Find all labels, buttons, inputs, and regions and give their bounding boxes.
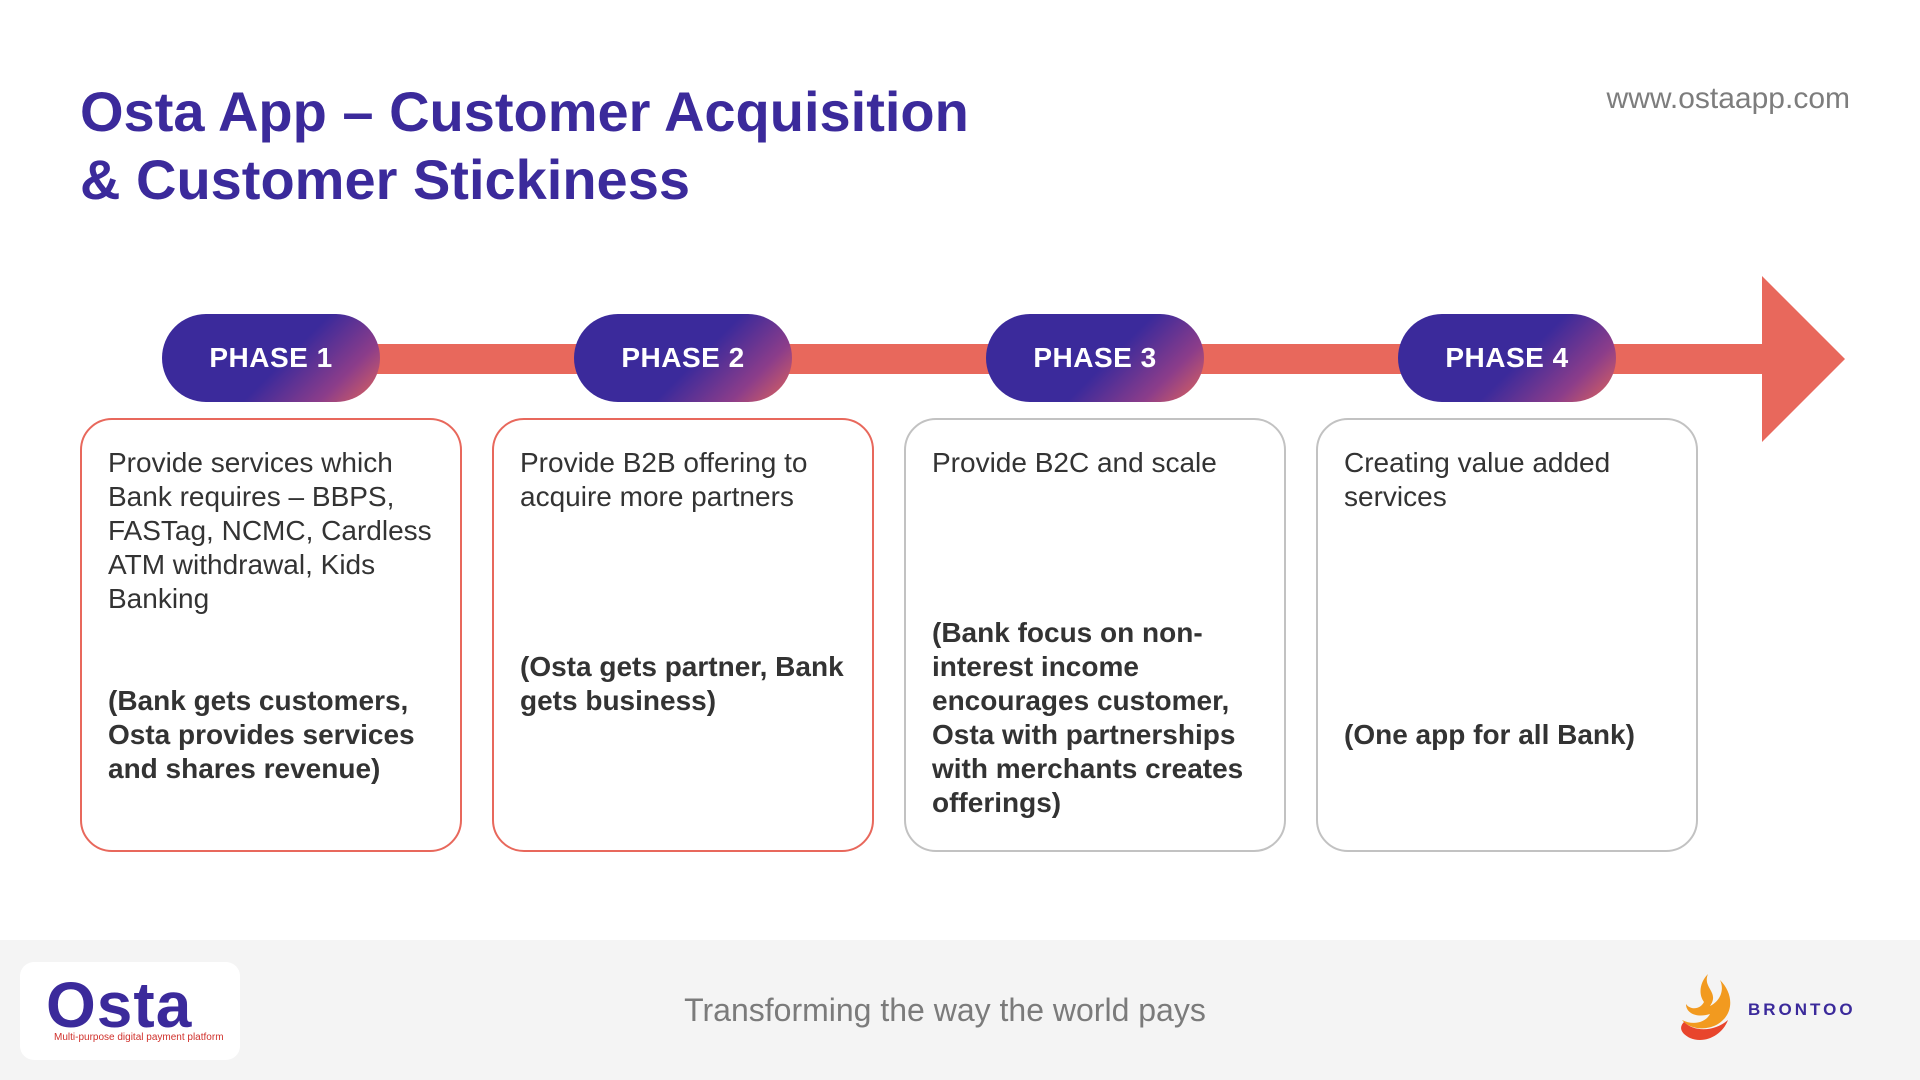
phase-4-pill: PHASE 4 [1398, 314, 1616, 402]
phase-2-description: Provide B2B offering to acquire more par… [520, 447, 808, 512]
brontoo-logo: BRONTOO [1664, 970, 1904, 1050]
phase-2-label: PHASE 2 [621, 342, 745, 373]
phase-3-card: Provide B2C and scale (Bank focus on non… [904, 418, 1286, 852]
footer-tagline: Transforming the way the world pays [684, 992, 1206, 1028]
phase-1-pill: PHASE 1 [162, 314, 380, 402]
brontoo-logo-text: BRONTOO [1748, 1000, 1856, 1019]
footer-bar [0, 940, 1920, 1080]
phase-1-description: Provide services which Bank requires – B… [108, 447, 432, 614]
phase-3-description: Provide B2C and scale [932, 447, 1217, 478]
phase-3-note: (Bank focus on non-interest income encou… [932, 617, 1244, 818]
phase-4-card: Creating value added services (One app f… [1316, 418, 1698, 852]
title-line-2: & Customer Stickiness [80, 148, 690, 211]
phase-1-note: (Bank gets customers, Osta provides serv… [108, 685, 415, 784]
phase-1-label: PHASE 1 [209, 342, 333, 373]
osta-logo-tagline: Multi-purpose digital payment platform [54, 1032, 224, 1043]
page-title: Osta App – Customer Acquisition & Custom… [80, 78, 1080, 214]
phase-3-pill: PHASE 3 [986, 314, 1204, 402]
arrow-head [1762, 276, 1845, 442]
phase-1-card: Provide services which Bank requires – B… [80, 418, 462, 852]
flame-icon [1681, 974, 1731, 1040]
phase-3-label: PHASE 3 [1033, 342, 1157, 373]
title-line-1: Osta App – Customer Acquisition [80, 80, 969, 143]
osta-logo-text: Osta [46, 969, 193, 1041]
phase-2-note: (Osta gets partner, Bank gets business) [520, 651, 844, 716]
osta-logo: Osta Multi-purpose digital payment platf… [20, 962, 240, 1060]
phase-2-pill: PHASE 2 [574, 314, 792, 402]
phase-2-card: Provide B2B offering to acquire more par… [492, 418, 874, 852]
phase-4-note: (One app for all Bank) [1344, 719, 1635, 750]
phase-4-description: Creating value added services [1344, 447, 1611, 512]
phase-4-label: PHASE 4 [1445, 342, 1569, 373]
website-link[interactable]: www.ostaapp.com [1606, 82, 1850, 115]
